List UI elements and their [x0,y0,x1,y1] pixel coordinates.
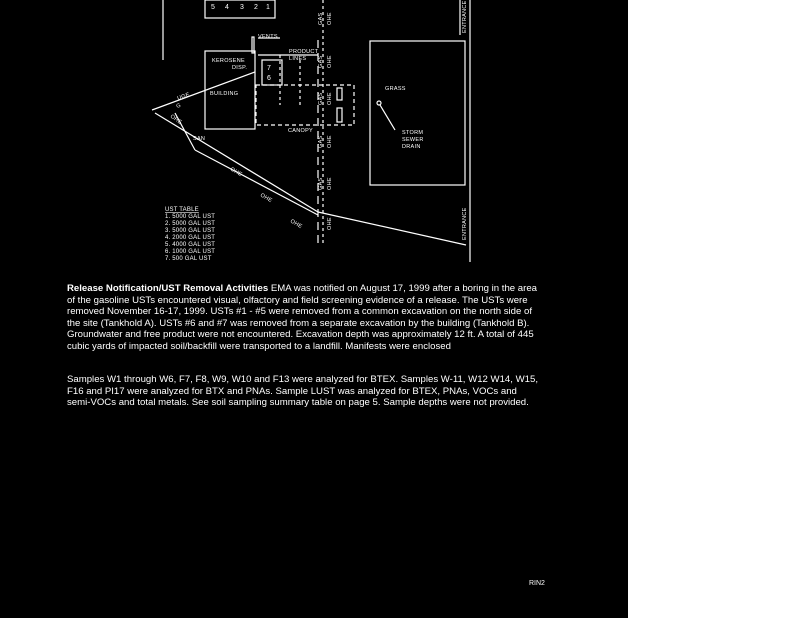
ust-table-title: UST TABLE [165,207,199,213]
label-sewer: SEWER [402,137,424,143]
label-g: G [176,103,182,110]
tank-row: 5 4 3 2 1 7 6 [211,4,271,82]
label-entrance-bottom: ENTRANCE [462,207,468,240]
tank-number: 4 [225,4,229,11]
label-grass: GRASS [385,86,406,92]
map-linework [151,0,471,262]
ust-table-row: 6. 1000 GAL UST [165,249,215,255]
label-ohe: OHE [229,167,243,179]
tank-number: 2 [254,4,258,11]
label-canopy: CANOPY [288,128,313,134]
label-gas: GAS [318,12,324,25]
island-number: 7 [267,65,271,72]
label-gas: GAS [318,177,324,190]
island-number: 6 [267,75,271,82]
label-ohe: OHE [327,55,333,68]
label-gas: GAS [318,55,324,68]
samples-paragraph: Samples W1 through W6, F7, F8, W9, W10 a… [67,374,538,409]
label-entrance-top: ENTRANCE [462,0,468,33]
label-ohe: OHE [327,12,333,25]
ust-table-row: 3. 5000 GAL UST [165,228,215,234]
label-vents: VENTS [258,34,278,40]
ust-table-row: 2. 5000 GAL UST [165,221,215,227]
document-page: 5 4 3 2 1 7 6 VENTS PRODUCT LINES KEROSE… [0,0,628,618]
section-heading: Release Notification/UST Removal Activit… [67,283,269,294]
label-uge: UGE [177,92,191,102]
ust-table-row: 4. 2000 GAL UST [165,235,215,241]
label-kerosene: KEROSENE [212,58,245,64]
label-ohe: OHE [327,135,333,148]
ust-table-row: 5. 4000 GAL UST [165,242,215,248]
label-ohe: OHE [327,217,333,230]
label-ohe: OHE [289,219,303,231]
ust-table-row: 1. 5000 GAL UST [165,214,215,220]
label-gas: GAS [318,135,324,148]
label-ohe: OHE [327,177,333,190]
ust-table-row: 7. 500 GAL UST [165,256,212,262]
paragraph-body: EMA was notified on August 17, 1999 afte… [67,283,537,352]
label-ohe: OHE [259,193,273,205]
label-building: BUILDING [210,91,238,97]
label-storm: STORM [402,130,423,136]
tank-number: 5 [211,4,215,11]
label-lines: LINES [289,56,306,62]
label-drain: DRAIN [402,144,421,150]
label-ohe: OHE [327,92,333,105]
site-map: 5 4 3 2 1 7 6 VENTS PRODUCT LINES KEROSE… [151,0,471,262]
label-disp: DISP. [232,65,247,71]
page-number: RIN2 [529,580,545,587]
tank-number: 1 [266,4,270,11]
label-gas: GAS [318,92,324,105]
tank-number: 3 [240,4,244,11]
release-notification-paragraph: Release Notification/UST Removal Activit… [67,283,542,353]
label-san: SAN [193,136,205,142]
ust-table: UST TABLE 1. 5000 GAL UST 2. 5000 GAL US… [165,207,215,262]
label-product: PRODUCT [289,49,319,55]
